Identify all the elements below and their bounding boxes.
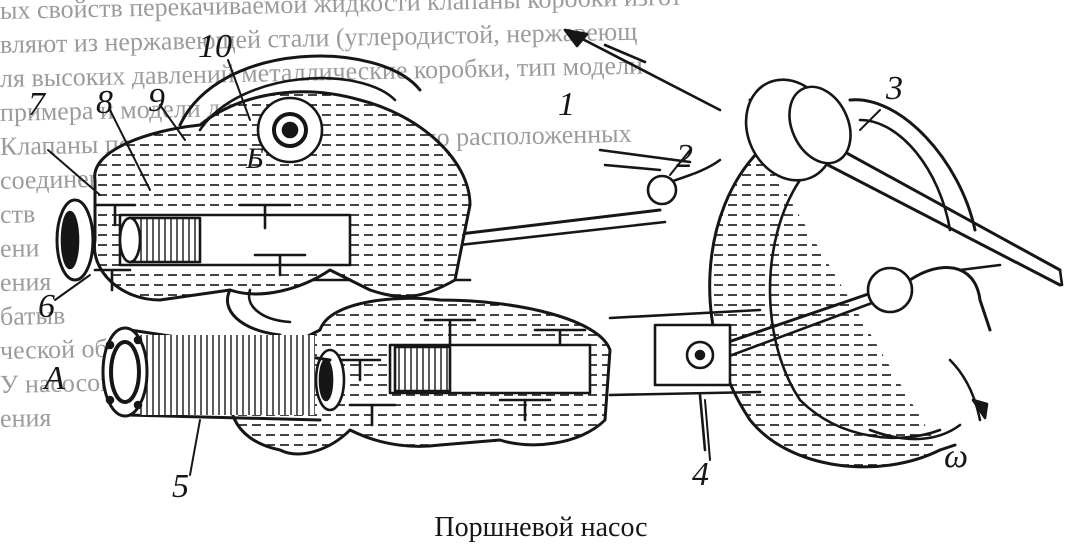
lower-crosshead <box>608 308 762 452</box>
label-1: 1 <box>558 86 575 123</box>
label-6: 6 <box>38 288 55 325</box>
label-3: 3 <box>886 70 903 107</box>
label-B: Б <box>246 142 264 175</box>
label-7: 7 <box>28 86 45 123</box>
suction-pipe <box>101 326 332 422</box>
lever-2 <box>598 148 722 206</box>
label-4: 4 <box>692 456 709 493</box>
label-10: 10 <box>198 28 232 65</box>
lower-connecting-rod <box>703 263 1002 367</box>
upper-pump-body <box>55 54 472 302</box>
figure-caption: Поршневой насос <box>434 512 648 543</box>
label-omega: ω <box>944 438 969 475</box>
rotation-arrow <box>948 358 989 422</box>
crank-wheel <box>708 148 962 469</box>
lower-pump-body <box>226 288 612 456</box>
label-A: A <box>44 360 65 397</box>
arrow-1 <box>563 28 722 112</box>
label-8: 8 <box>96 84 113 121</box>
drive-shaft <box>744 78 1064 287</box>
label-5: 5 <box>172 468 189 505</box>
label-2: 2 <box>676 138 693 175</box>
leader-lines <box>47 59 881 476</box>
label-9: 9 <box>148 82 165 119</box>
